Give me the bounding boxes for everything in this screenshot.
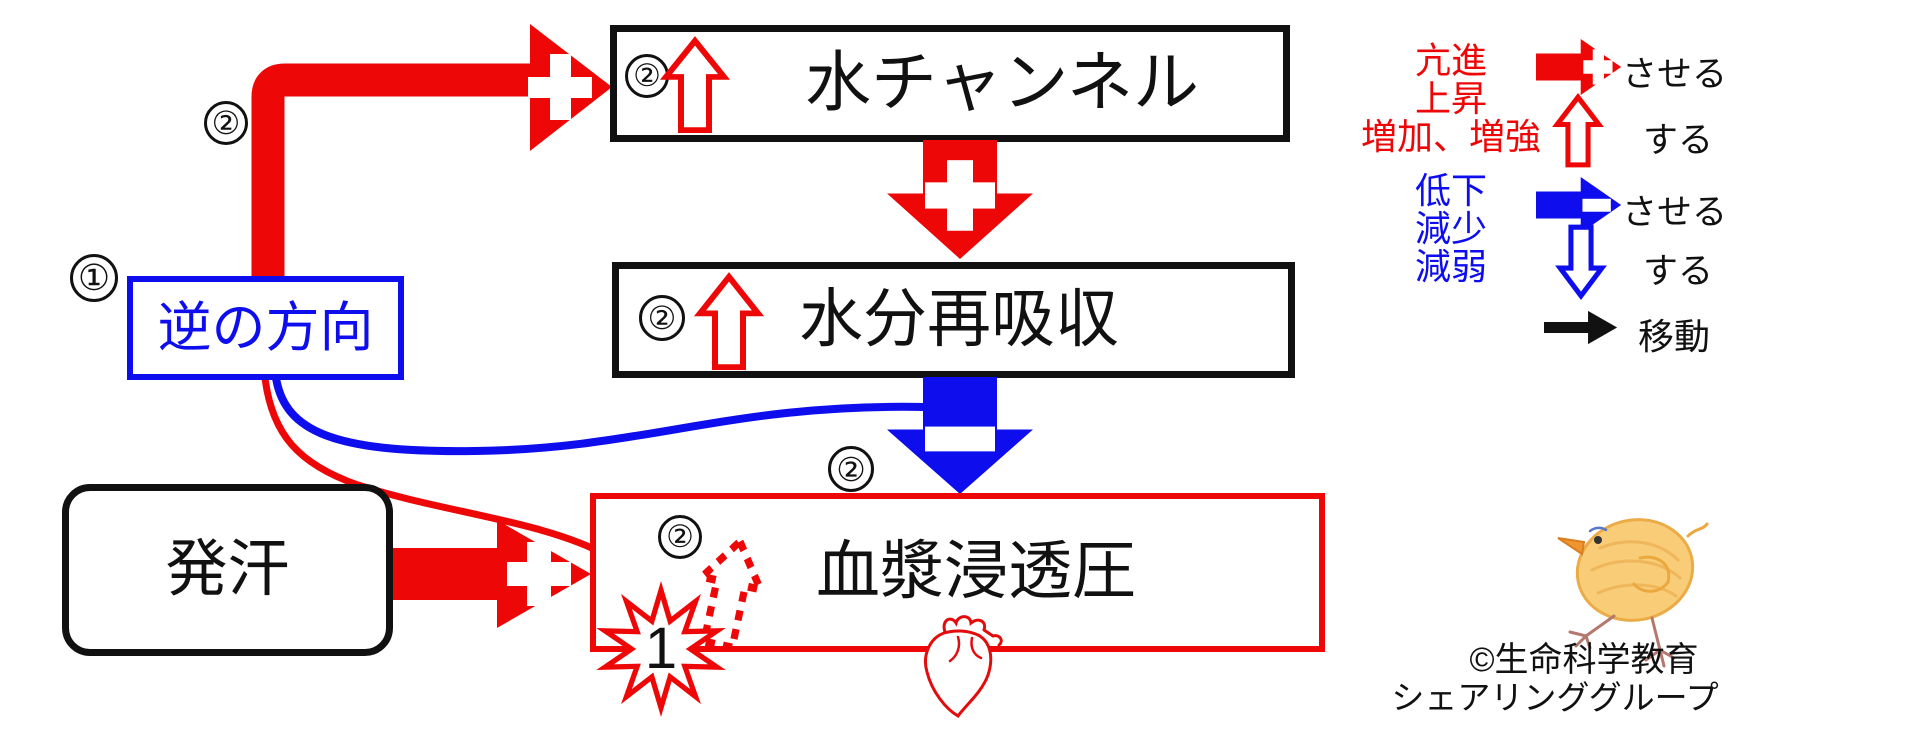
legend-term: 上昇 bbox=[1414, 78, 1487, 119]
legend-term: 減少 bbox=[1414, 208, 1487, 249]
circled-number-2: ② bbox=[658, 515, 702, 559]
node-water-channel: ② 水チャンネル bbox=[610, 25, 1290, 142]
starburst-icon: 1 bbox=[596, 580, 726, 718]
blue-down-arrow-minus-icon bbox=[887, 377, 1033, 494]
node-reverse-direction: 逆の方向 bbox=[127, 276, 404, 380]
legend-do-decrease-label: する bbox=[1643, 252, 1714, 291]
node-label: 血漿浸透圧 bbox=[816, 535, 1136, 607]
circled-number-2: ② bbox=[639, 295, 685, 341]
legend-black-arrow-icon bbox=[1544, 310, 1618, 345]
node-label: 水分再吸収 bbox=[799, 283, 1119, 355]
legend-red-up-arrow-icon bbox=[1552, 93, 1604, 168]
red-up-arrow-icon bbox=[659, 36, 731, 133]
legend-blue-right-arrow-icon bbox=[1536, 177, 1622, 233]
legend-cause-decrease-label: させる bbox=[1622, 193, 1728, 232]
red-up-arrow-icon bbox=[693, 272, 765, 370]
legend-decrease-terms: 低下 減少 減弱 bbox=[1354, 172, 1548, 286]
legend-increase-terms: 亢進 上昇 増加、増強 bbox=[1354, 42, 1548, 156]
node-water-reabsorption: ② 水分再吸収 bbox=[612, 262, 1295, 378]
credit-line-1: ©生命科学教育 bbox=[1469, 641, 1699, 679]
red-elbow-connector bbox=[251, 24, 612, 278]
node-label: 逆の方向 bbox=[157, 298, 374, 358]
chick-illustration bbox=[1557, 518, 1709, 668]
legend-red-right-arrow-icon bbox=[1536, 39, 1622, 95]
legend-term: 減弱 bbox=[1414, 246, 1487, 287]
credit-line-2: シェアリンググループ bbox=[1391, 679, 1719, 716]
blue-curve-connector bbox=[272, 374, 930, 456]
legend-term: 増加、増強 bbox=[1360, 116, 1541, 157]
node-label: 発汗 bbox=[165, 535, 290, 604]
node-sweating: 発汗 bbox=[62, 484, 393, 656]
burst-number: 1 bbox=[644, 616, 678, 681]
label-circle-2-elbow: ② bbox=[204, 101, 248, 145]
legend-do-increase-label: する bbox=[1643, 121, 1714, 160]
label-circle-2-blue-arrow: ② bbox=[828, 446, 874, 492]
plus-icon bbox=[528, 77, 592, 98]
heart-icon bbox=[924, 615, 1003, 718]
red-right-arrow-plus-icon bbox=[393, 520, 591, 628]
legend-cause-increase-label: させる bbox=[1622, 55, 1728, 94]
red-down-arrow-plus-icon bbox=[887, 140, 1033, 259]
label-circle-1: ① bbox=[70, 254, 118, 302]
legend-term: 亢進 bbox=[1414, 40, 1487, 81]
node-label: 水チャンネル bbox=[804, 45, 1200, 119]
node-plasma-osmotic-pressure: ② 血漿浸透圧 bbox=[590, 493, 1325, 653]
legend-move-label: 移動 bbox=[1638, 316, 1711, 357]
legend-term: 低下 bbox=[1414, 170, 1487, 211]
legend-blue-down-arrow-icon bbox=[1555, 224, 1607, 301]
